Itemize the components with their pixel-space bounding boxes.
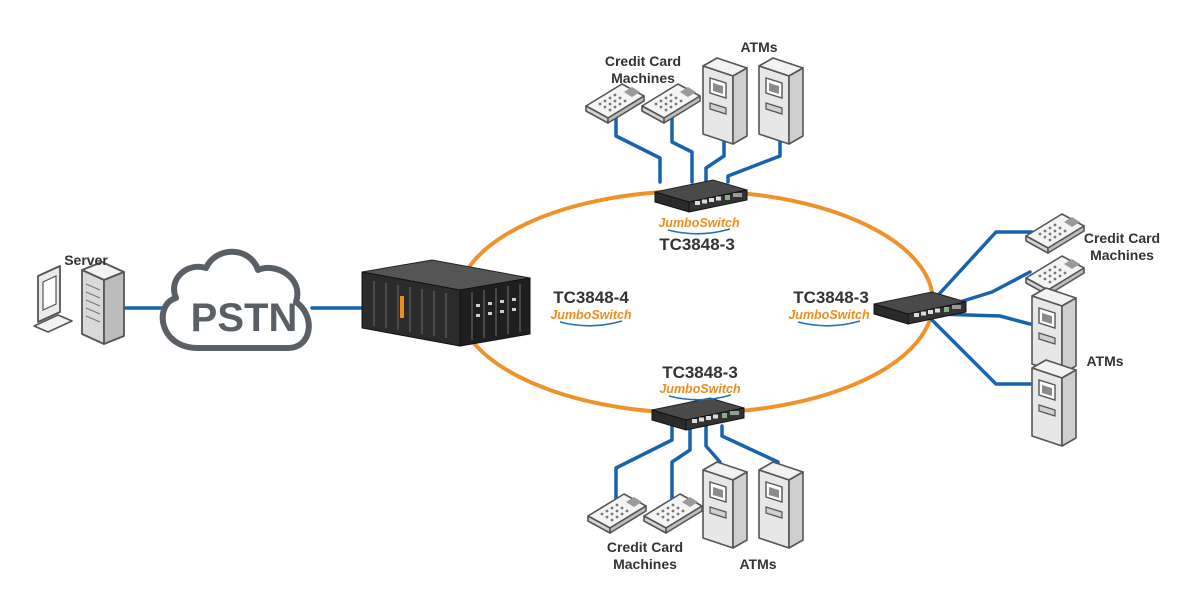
bottom-switch-icon bbox=[651, 397, 745, 431]
bottom-links bbox=[614, 424, 780, 502]
bottom-brand: JumboSwitch bbox=[659, 382, 741, 396]
top-cc-icon-1 bbox=[585, 83, 645, 124]
top-brand: JumboSwitch bbox=[658, 216, 740, 230]
right-cc-icon-1 bbox=[1025, 213, 1085, 254]
core-model: TC3848-4 bbox=[553, 288, 629, 307]
bottom-atm-label: ATMs bbox=[739, 556, 776, 572]
right-brand: JumboSwitch bbox=[788, 308, 870, 322]
bottom-brand-swoosh bbox=[668, 394, 732, 401]
bottom-atm-icon-1 bbox=[702, 461, 748, 549]
right-atm-label: ATMs bbox=[1086, 353, 1123, 369]
top-atm-icon-2 bbox=[758, 57, 804, 145]
bottom-cc-label-1: Credit Card bbox=[607, 539, 683, 555]
top-atm-label: ATMs bbox=[740, 39, 777, 55]
top-brand-swoosh bbox=[667, 228, 731, 235]
server-icon bbox=[33, 261, 125, 345]
bottom-model: TC3848-3 bbox=[662, 363, 738, 382]
core-brand-swoosh bbox=[559, 320, 623, 327]
right-cc-label-2: Machines bbox=[1090, 247, 1154, 263]
right-switch-icon bbox=[873, 291, 967, 325]
bottom-cc-icon-2 bbox=[643, 493, 703, 534]
right-atm-icon-2 bbox=[1031, 359, 1077, 447]
top-atm-icon-1 bbox=[702, 57, 748, 145]
right-cc-label-1: Credit Card bbox=[1084, 230, 1160, 246]
top-links bbox=[614, 112, 782, 184]
top-cc-icon-2 bbox=[641, 83, 701, 124]
right-cc-icon-2 bbox=[1025, 255, 1085, 296]
bottom-cc-icon-1 bbox=[587, 493, 647, 534]
bottom-atm-icon-2 bbox=[758, 461, 804, 549]
right-model: TC3848-3 bbox=[793, 288, 869, 307]
top-switch-icon bbox=[654, 179, 748, 213]
core-chassis-icon bbox=[361, 259, 531, 347]
server-label: Server bbox=[64, 252, 108, 268]
bottom-cc-label-2: Machines bbox=[613, 556, 677, 572]
top-model: TC3848-3 bbox=[659, 235, 735, 254]
right-atm-icon-1 bbox=[1031, 287, 1077, 375]
pstn-label: PSTN bbox=[191, 296, 298, 340]
top-cc-label-2: Machines bbox=[611, 70, 675, 86]
right-brand-swoosh bbox=[797, 320, 861, 327]
top-cc-label-1: Credit Card bbox=[605, 53, 681, 69]
pstn-cloud: PSTN bbox=[159, 248, 312, 351]
core-brand: JumboSwitch bbox=[550, 308, 632, 322]
